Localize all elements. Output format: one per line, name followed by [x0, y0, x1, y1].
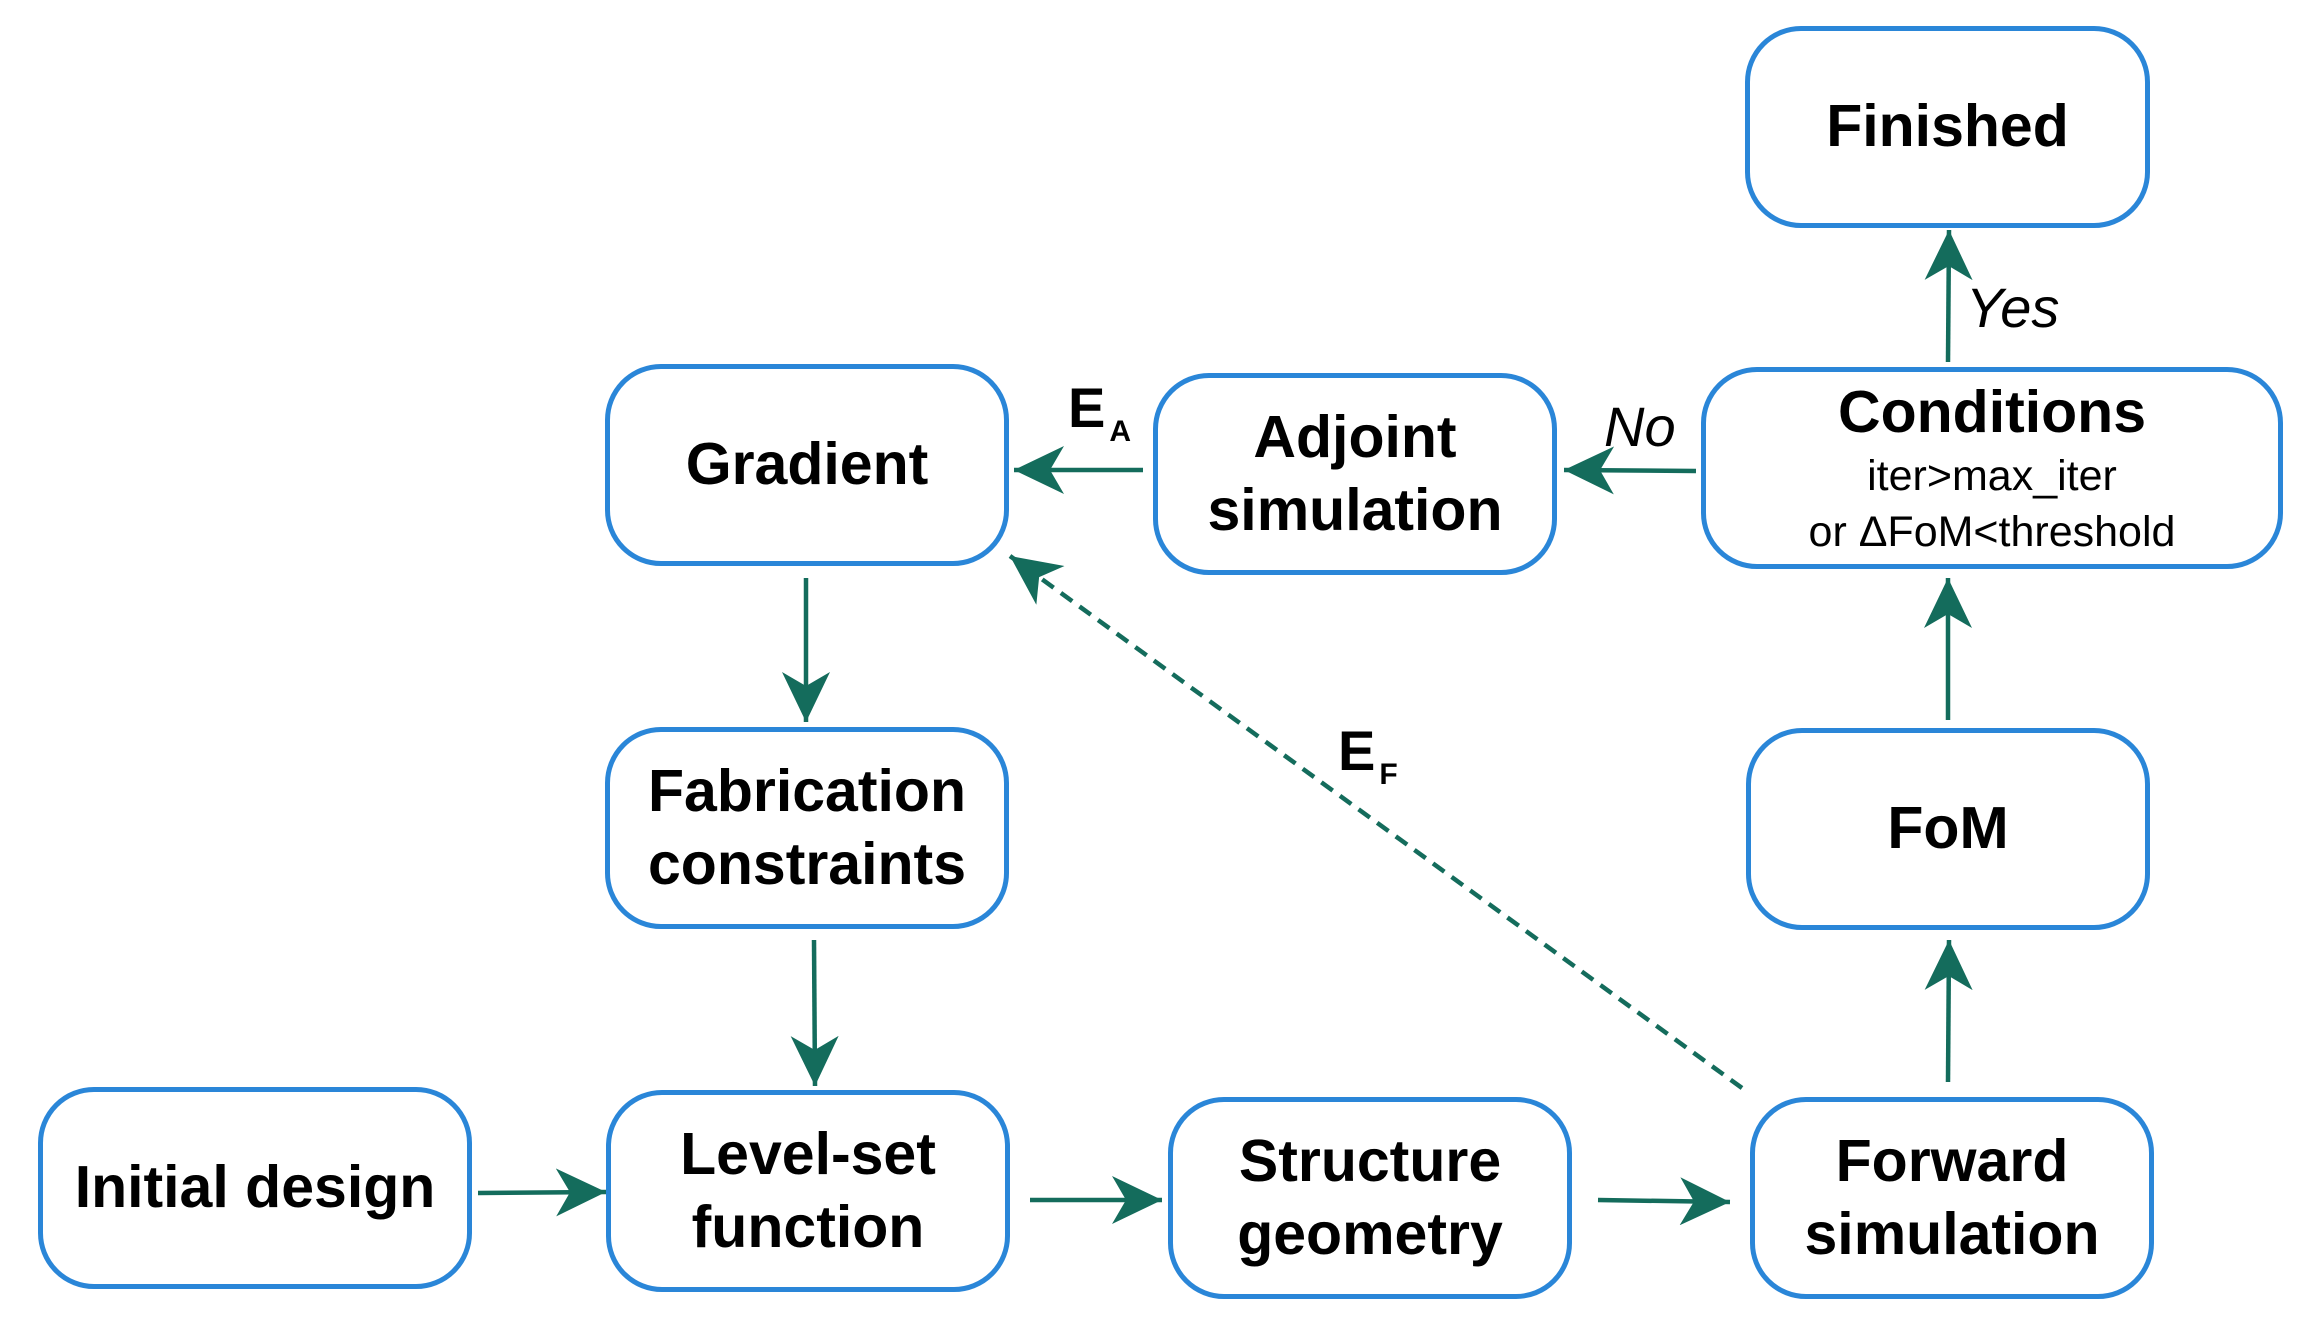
- edge-label-no: No: [1604, 395, 1676, 458]
- node-forward-simulation-label: Forward simulation: [1804, 1127, 2100, 1267]
- node-initial-design-label: Initial design: [74, 1154, 436, 1221]
- node-gradient-label: Gradient: [685, 431, 929, 498]
- node-structure-geometry-label: Structure geometry: [1237, 1127, 1503, 1267]
- node-conditions-detail: iter>max_iter or ΔFoM<threshold: [1808, 451, 2176, 556]
- arrow-conditions-to-finished: [1924, 229, 1973, 363]
- node-level-set-function-label: Level-set function: [680, 1120, 936, 1260]
- node-conditions-label: Conditions: [1837, 378, 2147, 445]
- arrow-forward-to-gradient-dashed: [1008, 554, 1744, 1090]
- arrow-initial-to-levelset: [477, 1168, 607, 1217]
- node-level-set-function: Level-set function: [606, 1090, 1010, 1292]
- arrow-fabrication-to-levelset: [790, 939, 839, 1087]
- edge-label-ea-main: E: [1068, 376, 1106, 439]
- edge-label-ef-subscript: F: [1379, 758, 1398, 791]
- node-initial-design: Initial design: [38, 1087, 472, 1289]
- arrow-conditions-to-adjoint: [1563, 446, 1697, 495]
- node-adjoint-simulation: Adjoint simulation: [1153, 373, 1557, 575]
- node-finished-label: Finished: [1826, 93, 2069, 160]
- node-adjoint-simulation-label: Adjoint simulation: [1207, 403, 1503, 543]
- arrow-structure-to-forward: [1597, 1177, 1731, 1226]
- node-fom-label: FoM: [1887, 795, 2009, 862]
- node-conditions: Conditions iter>max_iter or ΔFoM<thresho…: [1701, 367, 2283, 569]
- edge-label-ef-main: E: [1338, 719, 1376, 782]
- arrow-forward-to-fom: [1924, 939, 1973, 1083]
- edge-label-yes: Yes: [1966, 276, 2060, 339]
- node-fom: FoM: [1746, 728, 2150, 930]
- node-structure-geometry: Structure geometry: [1168, 1097, 1572, 1299]
- node-fabrication-constraints: Fabrication constraints: [605, 727, 1009, 929]
- node-fabrication-constraints-label: Fabrication constraints: [647, 757, 967, 897]
- node-finished: Finished: [1745, 26, 2150, 228]
- node-forward-simulation: Forward simulation: [1750, 1097, 2154, 1299]
- node-gradient: Gradient: [605, 364, 1009, 566]
- edge-label-ea-subscript: A: [1109, 415, 1132, 448]
- edge-group: [477, 229, 1973, 1226]
